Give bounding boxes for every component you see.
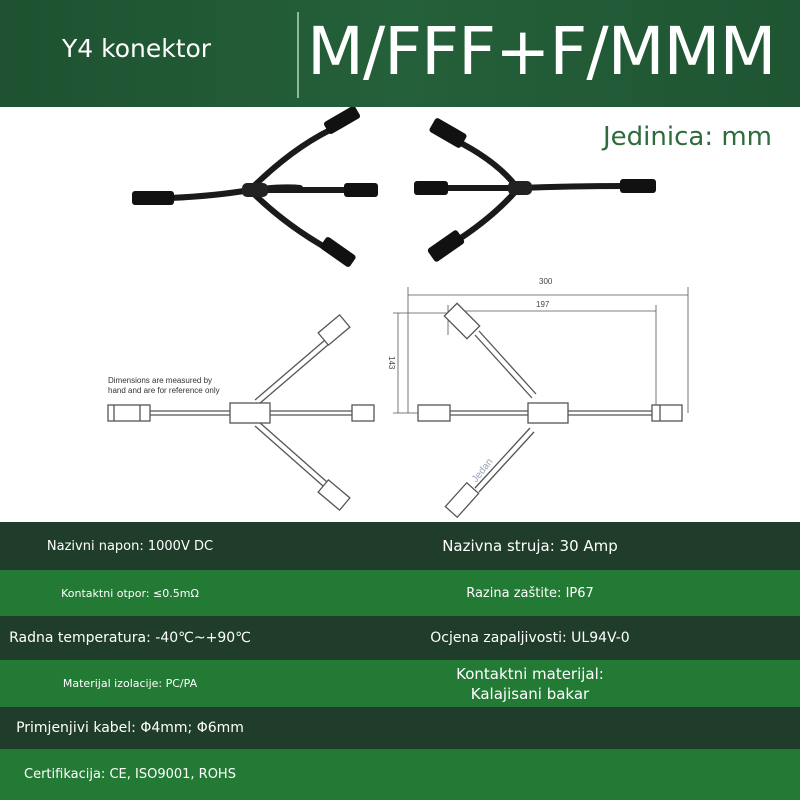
note-line2: hand and are for reference only: [108, 386, 220, 395]
dim-height-label: 143: [387, 356, 396, 370]
spec-certification: Certifikacija: CE, ISO9001, ROHS: [24, 767, 236, 782]
dim-total-label: 300: [539, 277, 553, 286]
tech-drawing-right: [393, 287, 689, 519]
spec-row-1: Nazivni napon: 1000V DC Nazivna struja: …: [0, 522, 800, 570]
product-drawing: [107, 107, 689, 519]
dim-branch-label: 197: [536, 300, 550, 309]
note-line1: Dimensions are measured by: [108, 376, 213, 385]
spec-row-3: Radna temperatura: -40℃~+90℃ Ocjena zapa…: [0, 616, 800, 660]
spec-row-6: Certifikacija: CE, ISO9001, ROHS: [0, 749, 800, 800]
hub-left: [242, 183, 268, 197]
spec-flammability: Ocjena zapaljivosti: UL94V-0: [430, 630, 630, 646]
measurement-note: Dimensions are measured by hand and are …: [108, 376, 268, 396]
unit-label: Jedinica: mm: [603, 122, 772, 152]
spec-rated-current: Nazivna struja: 30 Amp: [442, 537, 618, 555]
spec-insulation-material: Materijal izolacije: PC/PA: [62, 677, 198, 690]
spec-protection-level: Razina zaštite: IP67: [466, 585, 594, 601]
product-name: Y4 konektor: [62, 34, 212, 63]
spec-operating-temperature: Radna temperatura: -40℃~+90℃: [9, 630, 251, 646]
spec-contact-material-line1: Kontaktni materijal:: [456, 664, 604, 683]
product-code: M/FFF+F/MMM: [307, 13, 776, 90]
spec-rated-voltage: Nazivni napon: 1000V DC: [46, 538, 214, 554]
spec-applicable-cable: Primjenjivi kabel: Φ4mm; Φ6mm: [16, 720, 244, 736]
connector-male-left: [132, 191, 174, 205]
spec-row-4: Materijal izolacije: PC/PA Kontaktni mat…: [0, 660, 800, 707]
photo-connector-left: [132, 107, 378, 267]
spec-row-2: Kontaktni otpor: ≤0.5mΩ Razina zaštite: …: [0, 570, 800, 616]
spec-contact-material: Kontaktni materijal: Kalajisani bakar: [400, 660, 660, 707]
header-banner: Y4 konektor M/FFF+F/MMM: [0, 0, 800, 107]
spec-contact-material-line2: Kalajisani bakar: [470, 684, 590, 703]
spec-contact-resistance: Kontaktni otpor: ≤0.5mΩ: [61, 586, 199, 600]
tech-drawing-left: [107, 313, 375, 512]
spec-row-5: Primjenjivi kabel: Φ4mm; Φ6mm: [0, 707, 800, 749]
photo-connector-right: [414, 118, 656, 262]
header-divider: [297, 12, 299, 98]
